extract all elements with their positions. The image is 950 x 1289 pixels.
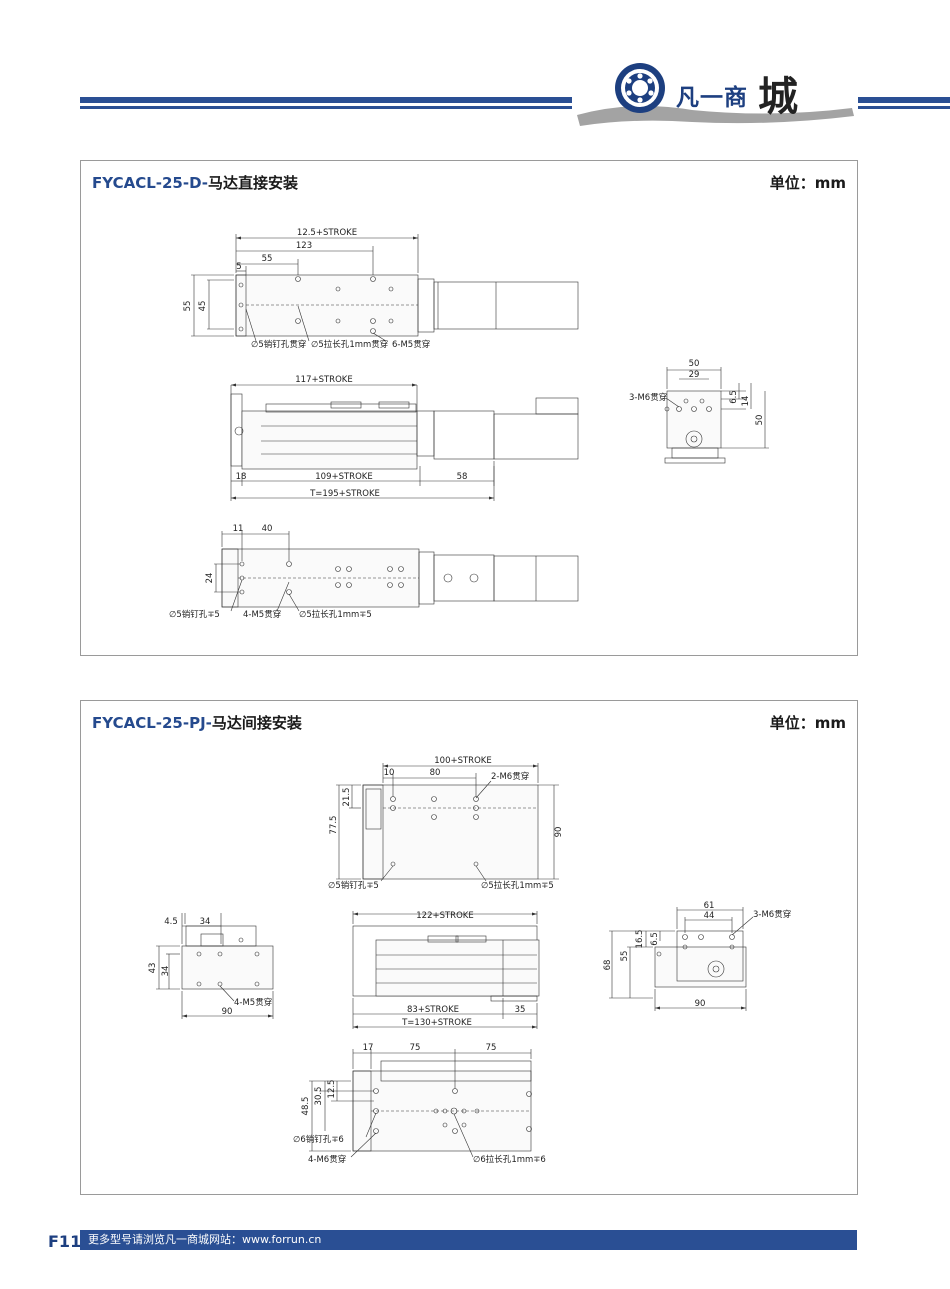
note-bottom-pin-hole: ∅5销钉孔∓5 bbox=[169, 609, 220, 620]
drawing-motor-direct: 12.5+STROKE 123 55 5 55 45 ∅5销钉孔贯穿 ∅5拉长孔… bbox=[169, 228, 769, 620]
dim-side-109: 109+STROKE bbox=[315, 472, 372, 482]
bottom-view-drawing bbox=[214, 531, 579, 612]
dim-end-50: 50 bbox=[689, 359, 700, 369]
top-view-drawing bbox=[336, 763, 559, 882]
dim-side-total: T=195+STROKE bbox=[309, 489, 380, 499]
note-bottom-m5: 4-M5贯穿 bbox=[243, 609, 281, 620]
header-bar-left-thick bbox=[80, 97, 572, 103]
dim-top-100: 100+STROKE bbox=[434, 756, 491, 766]
dim-top-55: 55 bbox=[262, 254, 273, 264]
brand-logo: 凡一商 城 bbox=[572, 60, 857, 132]
note-top-pin-hole: ∅5销钉孔∓5 bbox=[328, 880, 379, 891]
dim-end-v50: 50 bbox=[755, 415, 765, 426]
dim-right-90: 90 bbox=[695, 999, 706, 1009]
note-top-slot-hole: ∅5拉长孔1mm贯穿 bbox=[311, 339, 388, 350]
footer-text: 更多型号请浏览凡一商城网站：www.forrun.cn bbox=[88, 1233, 322, 1246]
note-top-pin-hole: ∅5销钉孔贯穿 bbox=[251, 339, 306, 350]
dim-left-h34: 34 bbox=[161, 966, 171, 977]
dim-top-77-5: 77.5 bbox=[329, 816, 339, 835]
unit-label: 单位：mm bbox=[769, 714, 846, 732]
panel-title: FYCACL-25-D-马达直接安装 bbox=[92, 172, 298, 193]
model-title: 马达间接安装 bbox=[211, 714, 302, 732]
dim-top-10: 10 bbox=[384, 768, 395, 778]
dim-top-21-5: 21.5 bbox=[342, 788, 352, 807]
dim-side-58: 58 bbox=[457, 472, 468, 482]
dim-end-29: 29 bbox=[689, 370, 700, 380]
dim-bottom-24: 24 bbox=[205, 573, 215, 584]
note-left-m5: 4-M5贯穿 bbox=[234, 997, 272, 1008]
dim-bottom-17: 17 bbox=[363, 1043, 374, 1053]
dim-right-6-5: 6.5 bbox=[650, 932, 660, 946]
dim-side-35: 35 bbox=[515, 1005, 526, 1015]
bottom-view-drawing bbox=[309, 1049, 532, 1158]
header-bar-left-thin bbox=[80, 106, 572, 109]
end-view-drawing bbox=[664, 367, 769, 464]
bearing-logo-icon bbox=[577, 63, 854, 126]
note-bottom-pin-hole: ∅6销钉孔∓6 bbox=[293, 1134, 344, 1145]
note-bottom-m6: 4-M6贯穿 bbox=[308, 1154, 346, 1165]
dim-left-4-5: 4.5 bbox=[164, 917, 178, 927]
dim-bottom-40: 40 bbox=[262, 524, 273, 534]
note-top-m6: 2-M6贯穿 bbox=[491, 771, 529, 782]
panel-motor-indirect: FYCACL-25-PJ-马达间接安装 单位：mm bbox=[80, 700, 858, 1195]
panel-motor-direct: FYCACL-25-D-马达直接安装 单位：mm bbox=[80, 160, 858, 656]
note-end-m6: 3-M6贯穿 bbox=[629, 392, 667, 403]
dim-right-55: 55 bbox=[620, 951, 630, 962]
side-view-drawing bbox=[230, 384, 579, 501]
dim-bottom-11: 11 bbox=[233, 524, 244, 534]
dim-side-117: 117+STROKE bbox=[295, 375, 352, 385]
dim-side-18: 18 bbox=[236, 472, 247, 482]
logo-text: 凡一商 bbox=[676, 85, 748, 111]
logo-big-char: 城 bbox=[758, 73, 798, 120]
model-code: FYCACL-25-D- bbox=[92, 174, 209, 192]
dim-left-h43: 43 bbox=[148, 963, 158, 974]
dim-side-122: 122+STROKE bbox=[416, 911, 473, 921]
dim-top-h45: 45 bbox=[198, 301, 208, 312]
model-code: FYCACL-25-PJ- bbox=[92, 714, 212, 732]
top-view-drawing bbox=[191, 234, 579, 342]
header-bar-right-thick bbox=[858, 97, 950, 103]
note-top-m5: 6-M5贯穿 bbox=[392, 339, 430, 350]
note-bottom-slot-hole: ∅5拉长孔1mm∓5 bbox=[299, 609, 372, 620]
dim-right-61: 61 bbox=[704, 901, 715, 911]
dim-left-34: 34 bbox=[200, 917, 211, 927]
dim-top-stroke: 12.5+STROKE bbox=[297, 228, 357, 238]
panel-title: FYCACL-25-PJ-马达间接安装 bbox=[92, 712, 302, 733]
note-bottom-slot-hole: ∅6拉长孔1mm∓6 bbox=[473, 1154, 546, 1165]
drawing-motor-indirect: 100+STROKE 10 80 21.5 77.5 90 2-M6贯穿 ∅5销… bbox=[148, 756, 791, 1165]
dim-side-83: 83+STROKE bbox=[407, 1005, 459, 1015]
dim-end-14: 14 bbox=[741, 396, 751, 407]
dim-bottom-75b: 75 bbox=[486, 1043, 497, 1053]
dim-top-5: 5 bbox=[236, 262, 241, 272]
side-view-drawing bbox=[352, 911, 540, 1029]
model-title: 马达直接安装 bbox=[208, 174, 299, 192]
footer-bar: 更多型号请浏览凡一商城网站：www.forrun.cn bbox=[80, 1230, 857, 1250]
page-number: F11 bbox=[48, 1232, 82, 1251]
right-end-view-drawing bbox=[609, 907, 754, 1011]
dim-bottom-12-5: 12.5 bbox=[327, 1080, 337, 1099]
dim-left-90: 90 bbox=[222, 1007, 233, 1017]
dim-bottom-48-5: 48.5 bbox=[301, 1097, 311, 1116]
dim-right-44: 44 bbox=[704, 911, 715, 921]
dim-right-16-5: 16.5 bbox=[635, 930, 645, 949]
note-right-m6: 3-M6贯穿 bbox=[753, 909, 791, 920]
dim-top-123: 123 bbox=[296, 241, 312, 251]
dim-top-h55: 55 bbox=[183, 301, 193, 312]
dim-end-6-5: 6.5 bbox=[729, 390, 739, 404]
header-bar-right-thin bbox=[858, 106, 950, 109]
left-end-view-drawing bbox=[156, 913, 274, 1019]
dim-top-90: 90 bbox=[554, 827, 564, 838]
dim-side-total: T=130+STROKE bbox=[401, 1018, 472, 1028]
dim-top-80: 80 bbox=[430, 768, 441, 778]
dim-right-68: 68 bbox=[603, 960, 613, 971]
unit-label: 单位：mm bbox=[769, 174, 846, 192]
note-top-slot-hole: ∅5拉长孔1mm∓5 bbox=[481, 880, 554, 891]
dim-bottom-30-5: 30.5 bbox=[314, 1087, 324, 1106]
dim-bottom-75a: 75 bbox=[410, 1043, 421, 1053]
